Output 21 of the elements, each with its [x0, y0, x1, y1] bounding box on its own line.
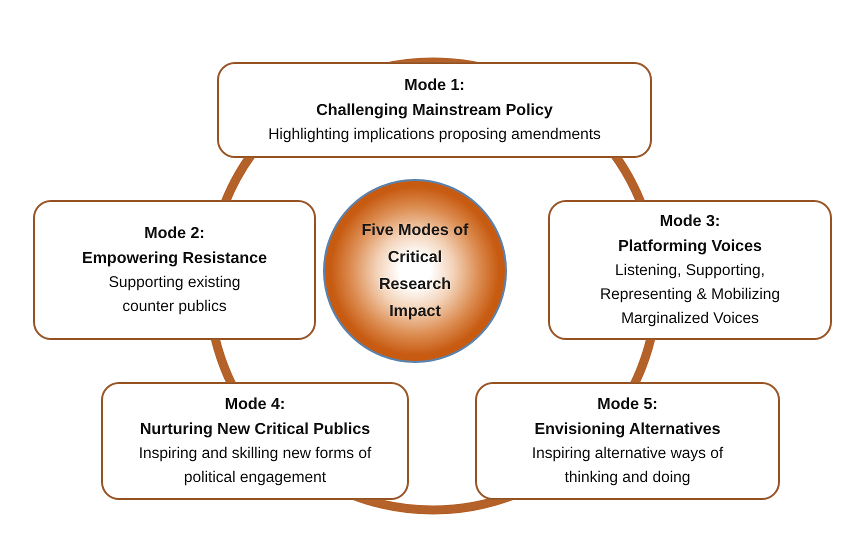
mode-description: Supporting existing counter publics [108, 273, 242, 317]
mode-card [33, 200, 316, 340]
mode-card [475, 382, 780, 500]
mode-title: Envisioning Alternatives [534, 420, 721, 440]
mode-card [548, 200, 832, 340]
mode-description: Listening, Supporting, Representing & Mobilizing Marginalized Voices [598, 261, 782, 329]
mode-title: Platforming Voices [618, 237, 762, 257]
mode-description: Inspiring and skilling new forms of political engagement [138, 444, 372, 488]
mode-number: Mode 1: [404, 76, 465, 96]
mode-card [217, 62, 652, 158]
mode-number: Mode 5: [597, 395, 658, 415]
mode-description: Inspiring alternative ways of thinking and doing [530, 444, 724, 488]
mode-number: Mode 3: [660, 212, 720, 232]
mode-number: Mode 2: [144, 224, 205, 244]
mode-description: Highlighting implications proposing amendments [268, 125, 601, 145]
mode-title: Nurturing New Critical Publics [140, 420, 370, 440]
mode-card [101, 382, 409, 500]
mode-title: Empowering Resistance [82, 249, 267, 269]
center-title: Five Modes of Critical Research Impact [360, 221, 470, 322]
mode-title: Challenging Mainstream Policy [316, 101, 553, 121]
mode-number: Mode 4: [224, 395, 286, 415]
